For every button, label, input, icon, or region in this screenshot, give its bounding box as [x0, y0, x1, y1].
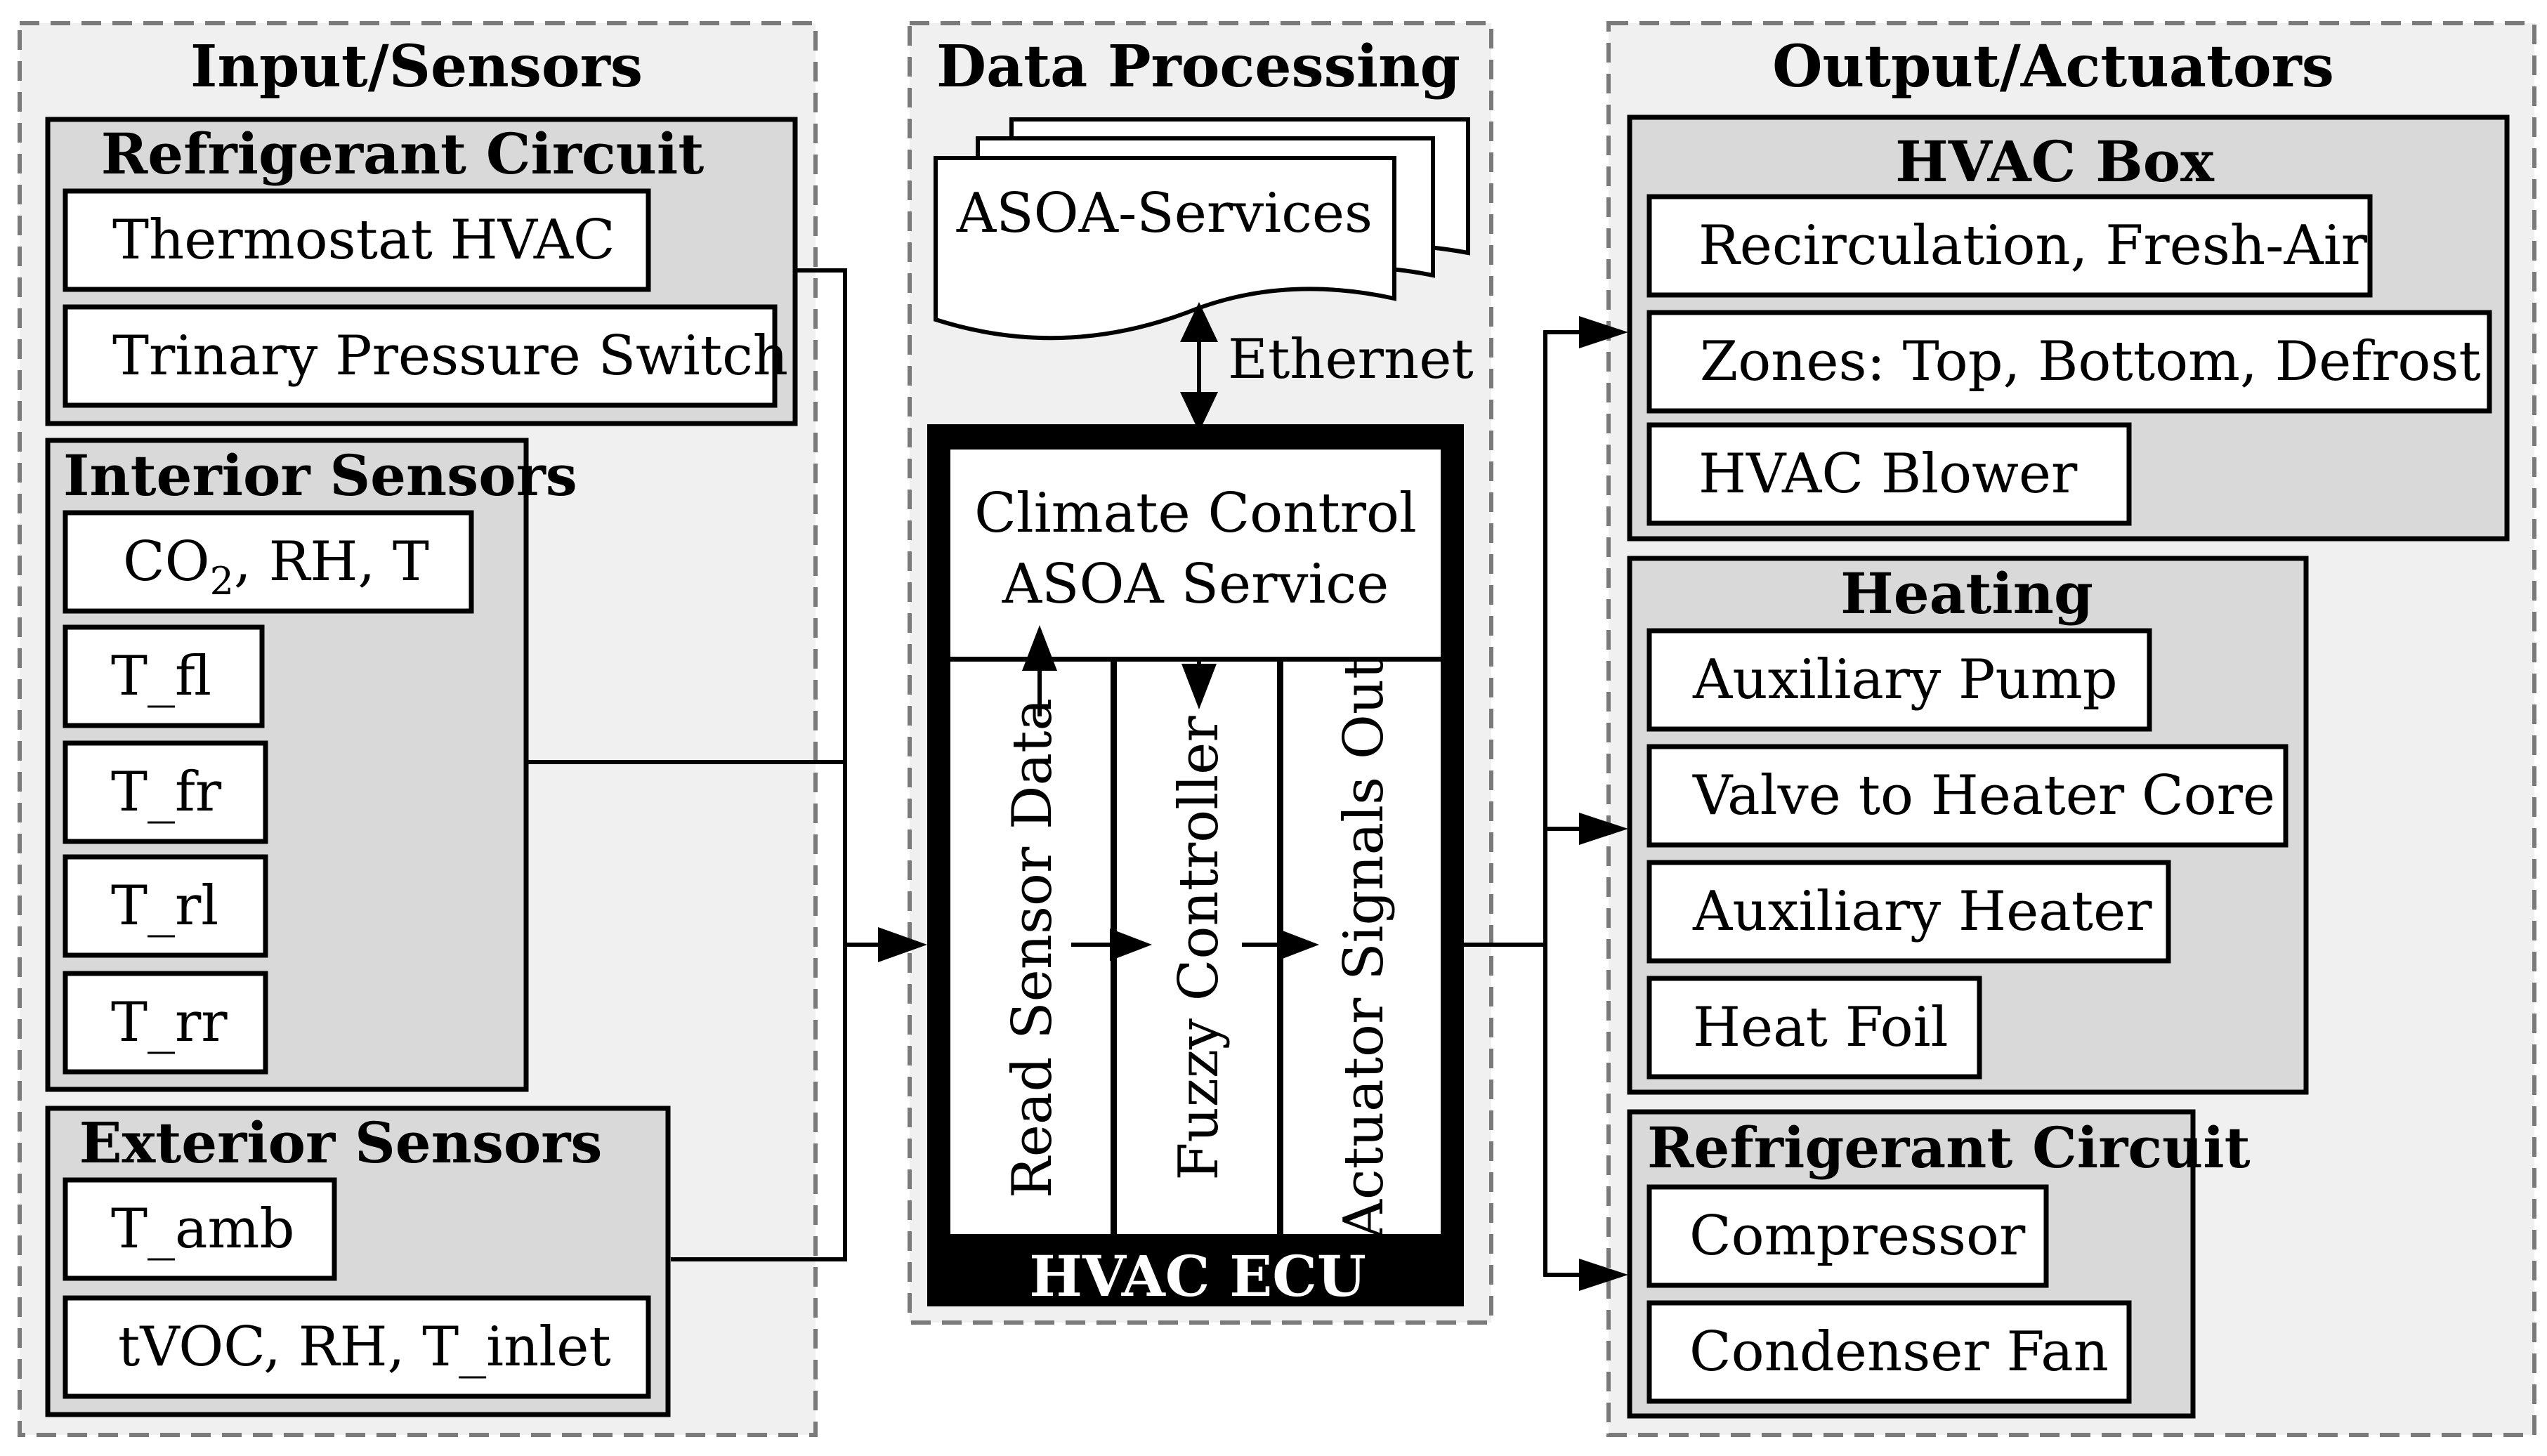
input-to-ecu-arrowhead: [878, 927, 927, 962]
input-column-title: Input/Sensors: [190, 33, 643, 100]
interior-sensors-title: Interior Sensors: [63, 442, 577, 509]
label-compressor: Compressor: [1689, 1205, 2026, 1268]
input-refrigerant-title: Refrigerant Circuit: [101, 121, 705, 187]
co2-suffix: , RH, T: [234, 530, 429, 593]
box-valve-heater-core: [1646, 744, 2289, 848]
box-auxiliary-heater: [1646, 860, 2171, 964]
ethernet-arrow-up: [1180, 302, 1218, 342]
service-to-fuzzy-arrowhead: [1181, 664, 1217, 709]
box-t-rl: [63, 854, 268, 958]
processing-column-title: Data Processing: [936, 33, 1460, 100]
label-recirculation-fresh-air: Recirculation, Fresh-Air: [1698, 214, 2368, 277]
label-valve-heater-core: Valve to Heater Core: [1692, 764, 2275, 827]
fuzzy-to-actuator-arrowhead: [1277, 929, 1319, 961]
asoa-services-label: ASOA-Services: [956, 182, 1373, 245]
box-recirculation-fresh-air: [1646, 194, 2373, 298]
box-heat-foil: [1646, 976, 1982, 1080]
box-t-rr: [63, 971, 268, 1075]
box-co2-rh-t: [63, 510, 474, 614]
label-zones: Zones: Top, Bottom, Defrost: [1700, 330, 2481, 393]
box-tvoc-rh-tinlet: [63, 1295, 651, 1399]
label-tvoc-rh-tinlet: tVOC, RH, T_inlet: [118, 1316, 611, 1379]
box-zones: [1646, 310, 2492, 414]
label-trinary-pressure-switch: Trinary Pressure Switch: [112, 324, 788, 388]
output-column-title: Output/Actuators: [1772, 33, 2334, 100]
label-auxiliary-heater: Auxiliary Heater: [1692, 880, 2152, 943]
label-heat-foil: Heat Foil: [1693, 996, 1949, 1059]
box-condenser-fan: [1646, 1300, 2132, 1404]
read-to-service-arrowhead: [1022, 625, 1057, 671]
label-t-rr: T_rr: [111, 991, 228, 1054]
climate-control-line2: ASOA Service: [1002, 553, 1389, 616]
box-auxiliary-pump: [1646, 628, 2152, 732]
box-hvac-blower: [1646, 422, 2132, 526]
output-refrigerant-title: Refrigerant Circuit: [1647, 1115, 2251, 1181]
asoa-services-stack: [934, 117, 1470, 341]
label-co2-rh-t: CO2, RH, T: [123, 530, 429, 603]
ethernet-arrow-down: [1180, 392, 1218, 432]
box-thermostat-hvac: [63, 188, 651, 292]
to-refrigerant-arrowhead: [1579, 1259, 1628, 1291]
climate-control-service-box: [950, 450, 1441, 657]
box-compressor: [1646, 1184, 2049, 1288]
hvac-box-title: HVAC Box: [1895, 129, 2215, 195]
label-t-rl: T_rl: [111, 874, 218, 938]
label-hvac-blower: HVAC Blower: [1698, 442, 2078, 506]
co2-prefix: CO: [123, 530, 210, 593]
label-t-amb: T_amb: [111, 1198, 294, 1261]
stage-read-label: Read Sensor Data: [1001, 698, 1064, 1198]
exterior-sensors-title: Exterior Sensors: [79, 1110, 603, 1176]
label-t-fl: T_fl: [111, 645, 211, 708]
box-t-amb: [63, 1177, 337, 1281]
label-auxiliary-pump: Auxiliary Pump: [1692, 648, 2118, 711]
read-to-fuzzy-arrowhead: [1110, 929, 1152, 961]
stage-fuzzy-label: Fuzzy Controller: [1167, 716, 1231, 1181]
box-t-fl: [63, 624, 265, 728]
stage-read-box: [950, 662, 1111, 1234]
label-t-fr: T_fr: [111, 761, 222, 824]
label-thermostat-hvac: Thermostat HVAC: [112, 209, 615, 272]
label-condenser-fan: Condenser Fan: [1689, 1320, 2109, 1384]
ethernet-label: Ethernet: [1228, 328, 1474, 391]
climate-control-line1: Climate Control: [974, 482, 1417, 545]
stage-actuator-label: Actuator Signals Out: [1333, 657, 1396, 1240]
asoa-doc-front: [934, 156, 1396, 341]
box-trinary-pressure-switch: [63, 304, 778, 408]
to-heating-arrowhead: [1579, 813, 1628, 845]
heating-title: Heating: [1840, 560, 2093, 627]
hvac-ecu-label: HVAC ECU: [1029, 1243, 1366, 1309]
box-t-fr: [63, 740, 268, 844]
co2-subscript: 2: [210, 559, 234, 603]
to-hvac-box-arrowhead: [1579, 316, 1628, 348]
